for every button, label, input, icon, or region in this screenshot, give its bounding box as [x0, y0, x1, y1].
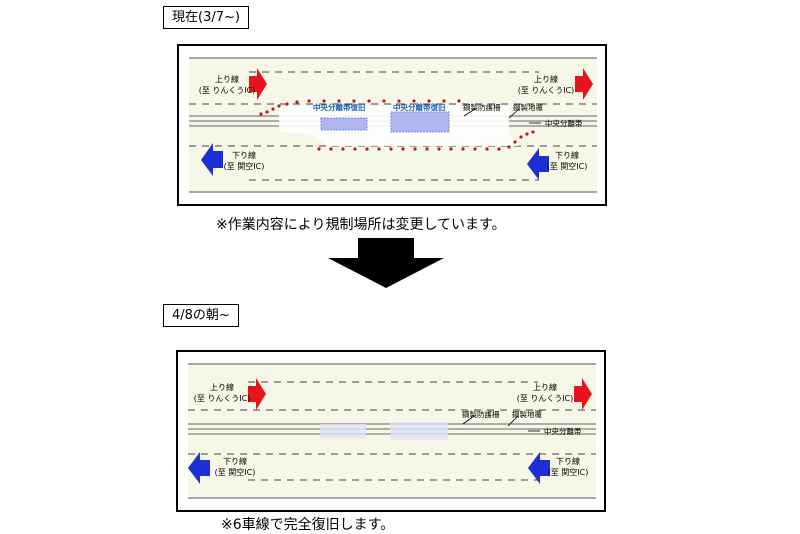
down-arrow-right [527, 148, 549, 180]
cone-taper-upper [259, 99, 461, 116]
down-line-left-label: 下り線 (至 関空IC) [214, 457, 256, 477]
down-arrow-left [188, 452, 210, 484]
leader-line [507, 415, 519, 427]
bottom-note: ※6車線で完全復旧します。 [221, 517, 395, 533]
up-arrow-right [575, 68, 593, 100]
restored-patch-2 [390, 422, 448, 440]
down-arrow-left [201, 143, 223, 176]
cover-label: 鋼製地覆 [512, 410, 542, 419]
up-arrow-left [249, 68, 267, 100]
bottom-section-title: 4/8の朝~ [163, 304, 239, 327]
guardrail-label: 鋼製防護柵 [463, 103, 501, 112]
up-line-right-label: 上り線 (至 りんくうIC) [517, 75, 575, 95]
leader-line [463, 108, 476, 117]
top-note: ※作業内容により規制場所は変更しています。 [216, 217, 506, 233]
leader-line [462, 415, 475, 425]
bottom-road-diagram [188, 363, 596, 499]
transition-arrow-icon [328, 238, 444, 288]
up-line-right-label: 上り線 (至 りんくうIC) [516, 383, 574, 403]
down-arrow-right [528, 452, 550, 484]
guardrail-label: 鋼製防護柵 [462, 410, 500, 419]
bottom-diagram-panel: 上り線 (至 りんくうIC) 上り線 (至 りんくうIC) 下り線 (至 関空I… [176, 350, 606, 512]
top-diagram-panel: 上り線 (至 りんくうIC) 上り線 (至 りんくうIC) 下り線 (至 関空I… [177, 44, 607, 206]
up-line-left-label: 上り線 (至 りんくうIC) [198, 75, 256, 95]
down-line-right-label: 下り線 (至 関空IC) [546, 151, 588, 171]
up-line-left-label: 上り線 (至 りんくうIC) [193, 383, 251, 403]
up-arrow-right [574, 378, 592, 410]
cone-taper-lower [317, 130, 535, 151]
down-line-left-label: 下り線 (至 関空IC) [223, 151, 265, 171]
up-arrow-left [248, 378, 266, 410]
restore-zone-2 [390, 111, 450, 133]
restore-label-1: 中央分離帯復旧 [313, 103, 366, 112]
median-label: 中央分離帯 [544, 427, 582, 436]
cover-label: 鋼製地覆 [513, 103, 543, 112]
top-road-diagram [189, 57, 597, 193]
restore-label-2: 中央分離帯復旧 [393, 103, 446, 112]
down-line-right-label: 下り線 (至 関空IC) [547, 457, 589, 477]
leader-line [508, 108, 520, 119]
median-label: 中央分離帯 [545, 119, 583, 128]
top-section-title: 現在(3/7~) [163, 6, 249, 29]
restore-zone-1 [320, 117, 368, 131]
restored-patch-1 [320, 424, 366, 438]
